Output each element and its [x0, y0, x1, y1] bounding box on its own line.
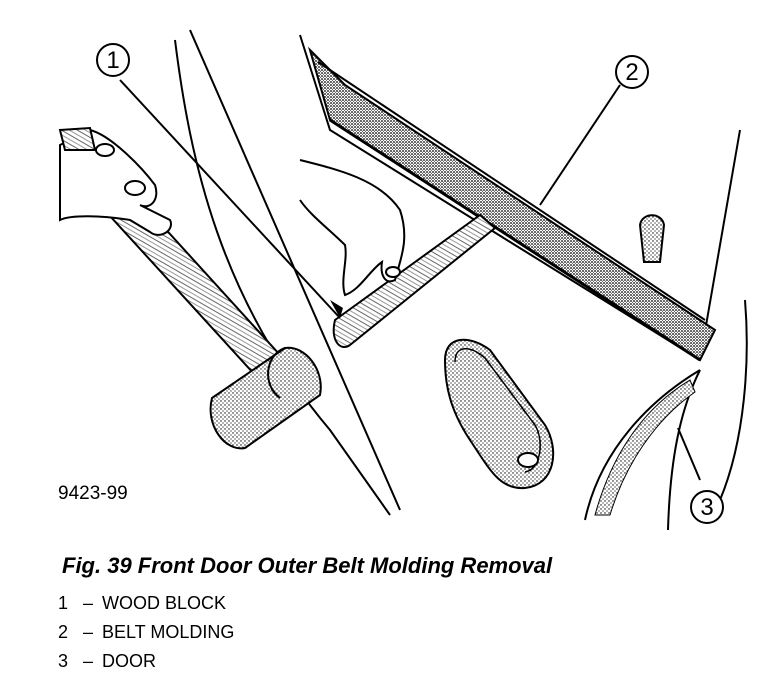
- figure-code: 9423-99: [58, 483, 128, 504]
- wood-block: [332, 213, 497, 348]
- callout-2: 2: [615, 55, 649, 89]
- legend-label: WOOD BLOCK: [102, 593, 227, 613]
- legend-separator: –: [82, 622, 93, 642]
- callout-2-number: 2: [625, 59, 638, 86]
- legend-number: 1: [58, 593, 69, 613]
- mallet-head: [209, 346, 322, 450]
- legend: 1–WOOD BLOCK 2–BELT MOLDING 3–DOOR: [58, 589, 234, 676]
- legend-separator: –: [82, 651, 93, 671]
- door-edge-shading: [594, 379, 696, 516]
- left-hand: [58, 126, 172, 236]
- belt-molding: [307, 46, 717, 362]
- door-panel: [174, 29, 748, 531]
- figure-caption: Fig. 39 Front Door Outer Belt Molding Re…: [62, 553, 553, 578]
- callout-3-number: 3: [700, 494, 713, 521]
- legend-row: 1–WOOD BLOCK: [58, 589, 234, 618]
- legend-separator: –: [82, 593, 93, 613]
- arrowheads: [330, 300, 343, 318]
- legend-number: 3: [58, 651, 69, 671]
- callout-1: 1: [96, 43, 130, 77]
- door-illustration: 1 2 3: [58, 29, 748, 531]
- callout-1-number: 1: [106, 47, 119, 74]
- legend-row: 2–BELT MOLDING: [58, 618, 234, 647]
- legend-label: DOOR: [102, 651, 156, 671]
- lock-knob: [638, 214, 666, 263]
- legend-label: BELT MOLDING: [102, 622, 235, 642]
- door-handle: [443, 338, 555, 490]
- callout-leaders: [119, 79, 701, 481]
- legend-number: 2: [58, 622, 69, 642]
- legend-row: 3–DOOR: [58, 647, 234, 676]
- callout-3: 3: [690, 490, 724, 524]
- right-hand: [299, 159, 406, 297]
